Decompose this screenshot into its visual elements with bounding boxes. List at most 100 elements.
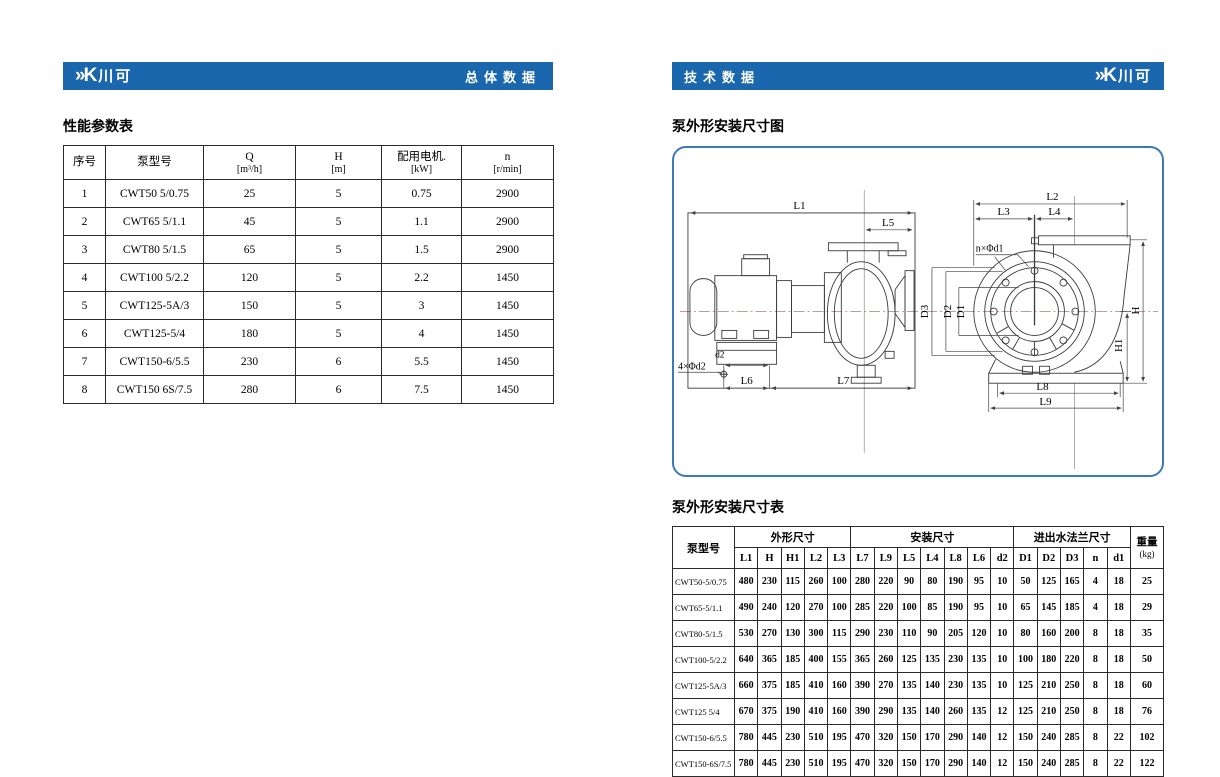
table-cell: 8 <box>1083 750 1108 777</box>
table-cell: 65 <box>203 235 296 264</box>
dim-label-l2: L2 <box>1046 191 1058 203</box>
table-cell: 400 <box>803 646 829 673</box>
table-cell: 2900 <box>461 179 554 208</box>
weight-header-line2: (kg) <box>1139 548 1155 559</box>
table-cell: 65 <box>1013 594 1038 621</box>
left-header-bar: »K 川可 总体数据 <box>63 62 553 90</box>
table-cell: 0.75 <box>381 179 462 208</box>
column-header: L1 <box>733 547 759 569</box>
table-cell: 1450 <box>461 375 554 404</box>
column-header: D2 <box>1036 547 1061 569</box>
table-cell: 280 <box>850 568 875 595</box>
table-cell: 50 <box>1130 646 1164 673</box>
table-cell: CWT150-6/5.5 <box>672 724 735 751</box>
table-cell: 270 <box>757 620 782 647</box>
column-header: H1 <box>780 547 805 569</box>
table-cell: 1450 <box>461 291 554 320</box>
table-cell: 230 <box>757 568 782 595</box>
dimension-lines <box>931 199 1148 413</box>
dim-label-front-bolts: n×Φd1 <box>976 244 1004 255</box>
table-cell: 18 <box>1106 594 1131 621</box>
table-cell: 135 <box>966 698 992 725</box>
dim-label-l9: L9 <box>1039 396 1052 408</box>
table-cell: 1450 <box>461 263 554 292</box>
table-cell: CWT125-5/4 <box>105 319 204 348</box>
column-header: 配用电机.[kW] <box>381 145 462 180</box>
table-cell: 390 <box>850 672 875 699</box>
table-cell: 5 <box>295 179 382 208</box>
table-cell: 280 <box>203 375 296 404</box>
pump-drawing-svg: L1 L5 d2 4×Φd2 L6 L7 <box>677 189 1159 469</box>
table-cell: 12 <box>990 698 1015 725</box>
table-cell: 260 <box>803 568 829 595</box>
table-cell: 25 <box>203 179 296 208</box>
table-cell: 1450 <box>461 319 554 348</box>
table-cell: 160 <box>827 672 852 699</box>
table-cell: 250 <box>1059 698 1085 725</box>
table-cell: CWT100-5/2.2 <box>672 646 735 673</box>
table-cell: 195 <box>827 724 852 751</box>
table-cell: 240 <box>1036 750 1061 777</box>
brand-logo: »K 川可 <box>1095 65 1152 87</box>
table-cell: 285 <box>1059 750 1085 777</box>
table-cell: 90 <box>920 620 945 647</box>
column-header-model: 泵型号 <box>672 526 735 569</box>
dim-label-d2-diam: D2 <box>942 305 954 318</box>
table-cell: 125 <box>1013 672 1038 699</box>
table-cell: 80 <box>920 568 945 595</box>
table-cell: 5 <box>63 291 106 320</box>
table-cell: 210 <box>1036 672 1061 699</box>
table-cell: 115 <box>780 568 805 595</box>
table-cell: 470 <box>850 750 875 777</box>
table-cell: 100 <box>896 594 922 621</box>
column-header: n[r/min] <box>461 145 554 180</box>
table-cell: 190 <box>943 594 968 621</box>
brand-name: 川可 <box>98 68 133 85</box>
column-header: L2 <box>803 547 829 569</box>
table-cell: CWT80-5/1.5 <box>672 620 735 647</box>
table-cell: 510 <box>803 724 829 751</box>
table-cell: 130 <box>780 620 805 647</box>
table-cell: 190 <box>780 698 805 725</box>
table-cell: 230 <box>943 646 968 673</box>
diagram-title: 泵外形安装尺寸图 <box>672 118 784 134</box>
table-cell: 1.5 <box>381 235 462 264</box>
dim-label-l8: L8 <box>1036 381 1049 393</box>
table-cell: 100 <box>827 594 852 621</box>
table-cell: 4 <box>1083 568 1108 595</box>
table-cell: 95 <box>966 594 992 621</box>
table-cell: 270 <box>873 672 898 699</box>
table-cell: 185 <box>780 672 805 699</box>
table-cell: 230 <box>873 620 898 647</box>
table-cell: 10 <box>990 568 1015 595</box>
table-cell: 8 <box>1083 724 1108 751</box>
column-header: L7 <box>850 547 875 569</box>
table-cell: 3 <box>63 235 106 264</box>
brand-logo: »K 川可 <box>75 65 132 87</box>
table-cell: 100 <box>827 568 852 595</box>
table-cell: 170 <box>920 724 945 751</box>
axis-line <box>863 189 1075 469</box>
table-cell: 1450 <box>461 347 554 376</box>
table-cell: 445 <box>757 750 782 777</box>
table-cell: 5.5 <box>381 347 462 376</box>
table-cell: 220 <box>873 568 898 595</box>
table-cell: 8 <box>1083 620 1108 647</box>
table-cell: 780 <box>733 724 759 751</box>
table-cell: 18 <box>1106 672 1131 699</box>
table-cell: 390 <box>850 698 875 725</box>
table-cell: 76 <box>1130 698 1164 725</box>
table-cell: 320 <box>873 724 898 751</box>
table-cell: 1.1 <box>381 207 462 236</box>
